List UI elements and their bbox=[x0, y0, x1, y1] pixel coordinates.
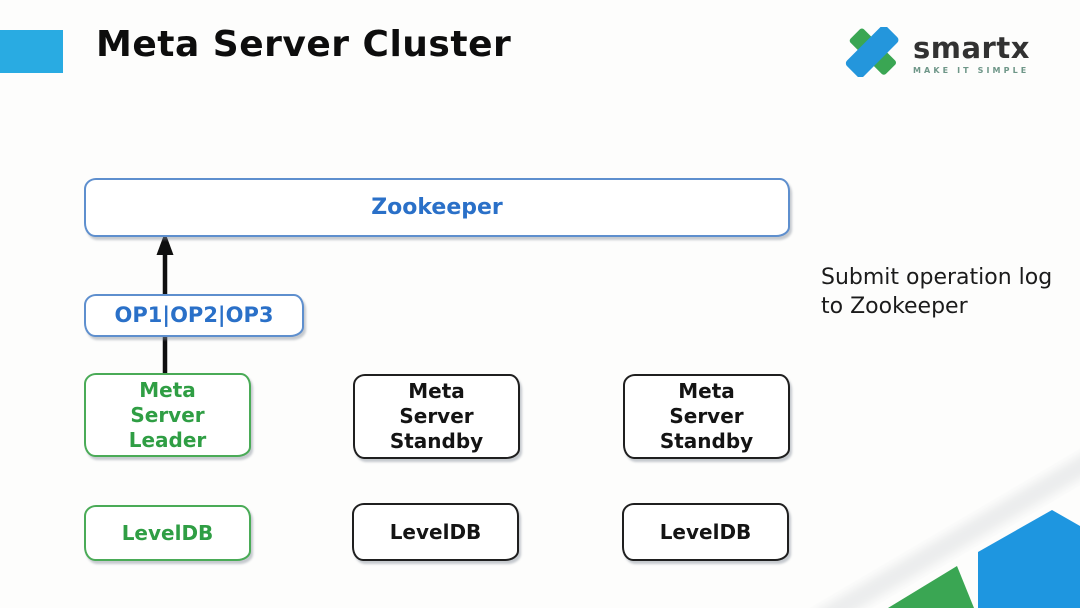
oplog-box: OP1|OP2|OP3 bbox=[84, 294, 304, 337]
leveldb-label: LevelDB bbox=[121, 520, 214, 545]
meta-server-standby-label: Meta Server Standby bbox=[389, 379, 484, 453]
meta-server-standby-label: Meta Server Standby bbox=[659, 379, 754, 453]
corner-decoration bbox=[812, 440, 1080, 608]
logo-tagline: MAKE IT SIMPLE bbox=[913, 65, 1030, 75]
leveldb-box: LevelDB bbox=[84, 505, 251, 561]
leveldb-box: LevelDB bbox=[352, 503, 519, 561]
logo-text: smartx MAKE IT SIMPLE bbox=[913, 30, 1030, 75]
meta-server-standby-box: Meta Server Standby bbox=[353, 374, 520, 459]
leveldb-label: LevelDB bbox=[659, 519, 752, 544]
smartx-x-icon bbox=[844, 25, 901, 81]
leveldb-label: LevelDB bbox=[389, 519, 482, 544]
meta-server-leader-box: Meta Server Leader bbox=[84, 373, 251, 457]
zookeeper-box: Zookeeper bbox=[84, 178, 790, 237]
oplog-label: OP1|OP2|OP3 bbox=[114, 303, 274, 328]
accent-bar bbox=[0, 30, 63, 73]
leveldb-box: LevelDB bbox=[622, 503, 789, 561]
annotation-submit-oplog: Submit operation log to Zookeeper bbox=[821, 265, 1053, 320]
zookeeper-label: Zookeeper bbox=[371, 194, 503, 220]
meta-server-leader-label: Meta Server Leader bbox=[128, 377, 207, 452]
logo-brand: smartx bbox=[913, 30, 1030, 65]
smartx-logo: smartx MAKE IT SIMPLE bbox=[844, 25, 1030, 81]
meta-server-standby-box: Meta Server Standby bbox=[623, 374, 790, 459]
page-title: Meta Server Cluster bbox=[96, 24, 512, 65]
